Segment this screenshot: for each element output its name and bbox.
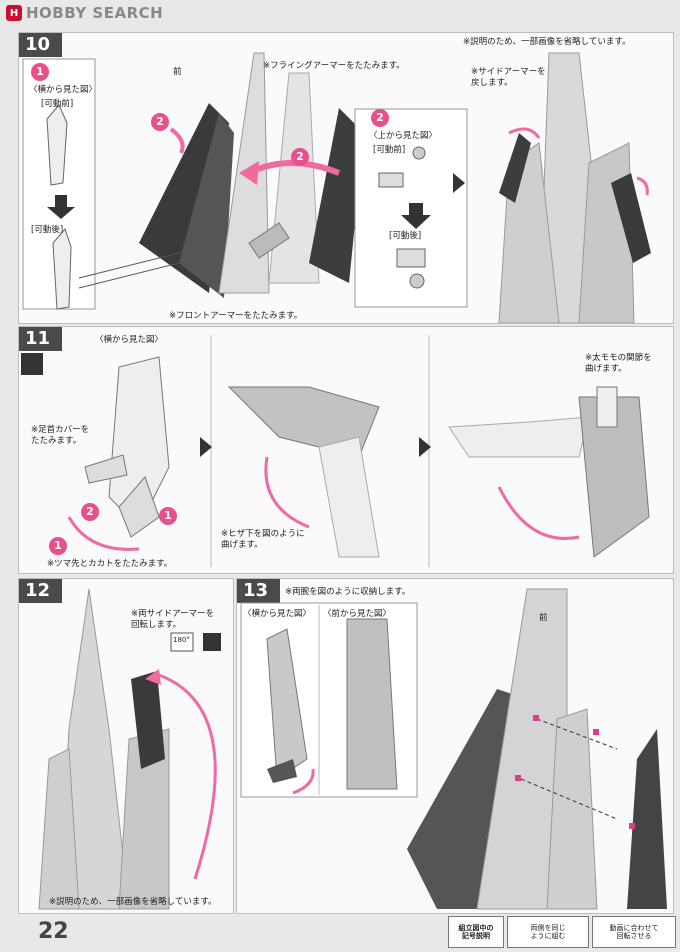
front-armor-note: ※フロントアーマーをたたみます。 bbox=[169, 311, 303, 321]
step-number: 11 bbox=[19, 327, 63, 351]
front-view-label: 〈前から見た図〉 bbox=[323, 609, 392, 619]
thigh-note: ※太モモの関節を 曲げます。 bbox=[585, 353, 652, 374]
partial-omit-note: ※説明のため、一部画像を省略しています。 bbox=[49, 897, 217, 907]
brand-logo: H HOBBY SEARCH bbox=[6, 4, 163, 22]
after-move-label: [可動後] bbox=[31, 225, 64, 235]
step-number: 12 bbox=[19, 579, 63, 603]
front-direction-label: 前 bbox=[539, 613, 548, 623]
step-10-illustration bbox=[22, 52, 651, 323]
step-badge-1: 1 bbox=[31, 63, 49, 81]
legend-move: 動画に合わせて 回転させる bbox=[592, 916, 676, 948]
legend-title: 組立図中の 記号説明 bbox=[448, 916, 504, 948]
front-direction-label: 前 bbox=[173, 67, 182, 77]
step-badge-1: 1 bbox=[159, 507, 177, 525]
toe-heel-note: ※ツマ先とカカトをたたみます。 bbox=[47, 559, 173, 569]
step-12-panel: 12 180° ※両サイドアーマーを 回転します。 ※説明のため、一部画像を省略… bbox=[18, 578, 234, 914]
side-view-label: 〈横から見た図〉 bbox=[243, 609, 312, 619]
symbol-legend: 組立図中の 記号説明 両側を同じ ように組む 動画に合わせて 回転させる bbox=[448, 916, 676, 948]
ankle-cover-note: ※足首カバーを たたみます。 bbox=[31, 425, 90, 446]
top-view-label: 〈上から見た図〉 bbox=[369, 131, 438, 141]
step-badge-2b: 2 bbox=[291, 148, 309, 166]
step-11-panel: 11 1 2 1 〈横から見た図〉 ※足首カバーを たたみます。 ※ツマ先とカカ… bbox=[18, 326, 674, 574]
flying-armor-note: ※フライングアーマーをたたみます。 bbox=[263, 61, 405, 71]
step-number: 10 bbox=[19, 33, 63, 57]
side-view-label: 〈横から見た図〉 bbox=[29, 85, 98, 95]
step-badge-2: 2 bbox=[151, 113, 169, 131]
arms-note: ※両腕を図のように収納します。 bbox=[285, 587, 411, 597]
step-13-panel: 13 ※両腕を図のように収納します。 〈横から見た図〉 〈前から見た図〉 前 bbox=[236, 578, 674, 914]
step-badge-2c: 2 bbox=[371, 109, 389, 127]
step-badge-1b: 1 bbox=[49, 537, 67, 555]
side-armor-note: ※両サイドアーマーを 回転します。 bbox=[131, 609, 215, 630]
step-13-illustration bbox=[240, 588, 667, 910]
after-move-label-2: [可動後] bbox=[389, 231, 422, 241]
before-move-label: [可動前] bbox=[41, 99, 74, 109]
legend-symmetric: 両側を同じ ように組む bbox=[507, 916, 589, 948]
side-view-label: 〈横から見た図〉 bbox=[95, 335, 164, 345]
before-move-label-2: [可動前] bbox=[373, 145, 406, 155]
knee-note: ※ヒザ下を図のように 曲げます。 bbox=[221, 529, 305, 550]
rotation-label: 180° bbox=[173, 636, 190, 644]
side-armor-note: ※サイドアーマーを 戻します。 bbox=[471, 67, 546, 88]
partial-omit-note: ※説明のため、一部画像を省略しています。 bbox=[463, 37, 631, 47]
step-12-illustration bbox=[38, 588, 221, 910]
step-10-panel: 10 bbox=[18, 32, 674, 324]
brand-mark-icon: H bbox=[6, 5, 22, 21]
step-number: 13 bbox=[237, 579, 281, 603]
step-badge-2: 2 bbox=[81, 503, 99, 521]
step-11-illustration bbox=[21, 335, 650, 567]
brand-name: HOBBY SEARCH bbox=[26, 4, 164, 22]
page-number: 22 bbox=[38, 919, 69, 944]
